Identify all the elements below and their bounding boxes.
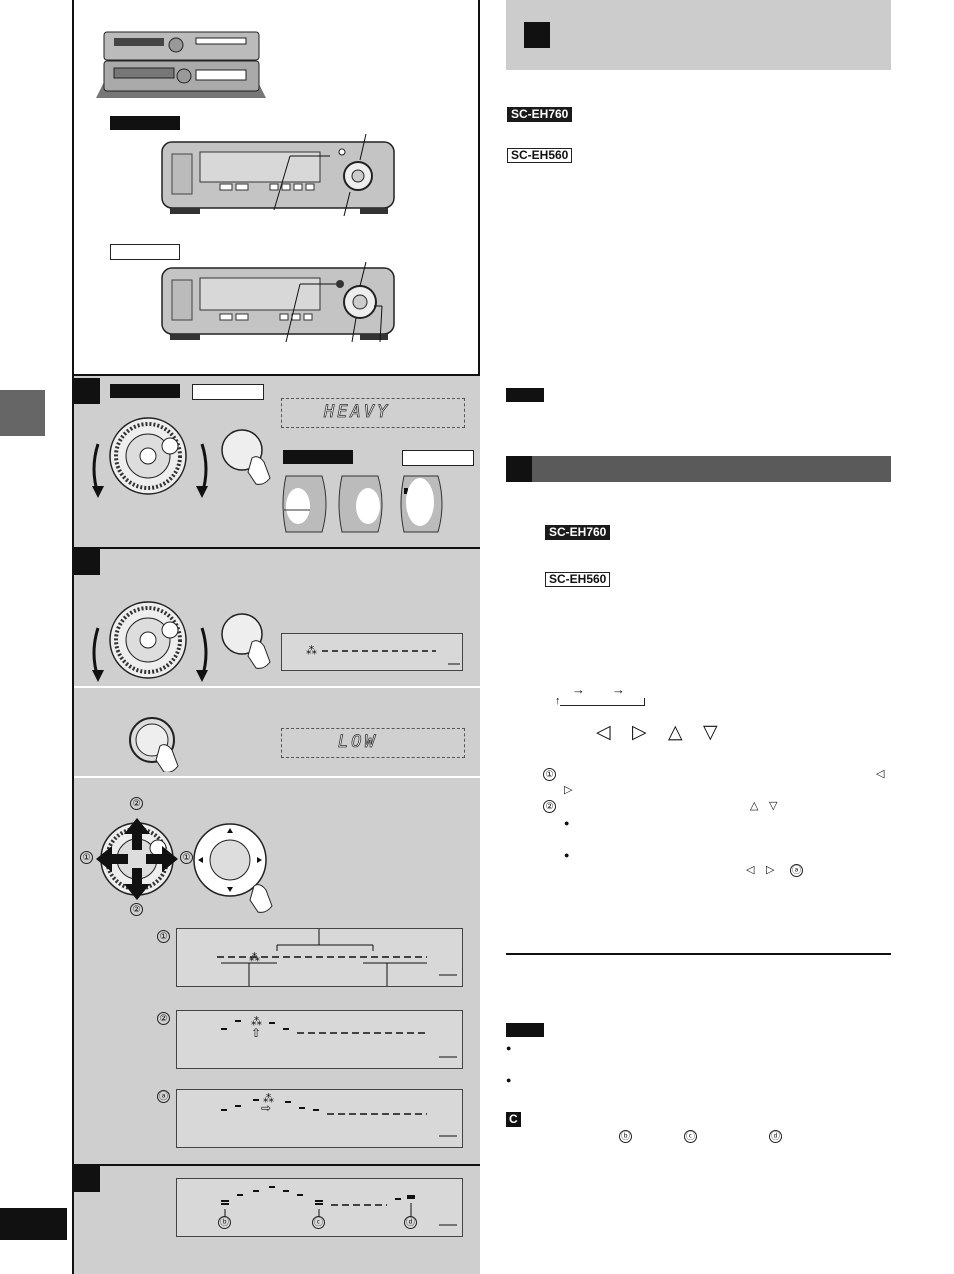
jog-dial-step2[interactable] <box>88 598 212 688</box>
display-heavy: HEAVY <box>281 398 465 428</box>
dir-key-down: ▽ <box>703 722 718 743</box>
note-bullet-2: ● <box>506 1075 512 1085</box>
dir-key-right: ▷ <box>632 722 647 743</box>
display-eq-flat: ⁂ <box>281 633 463 671</box>
dir-right-label: ① <box>180 851 193 864</box>
right-bullet-2: ● <box>564 850 570 860</box>
model-badge-eh560-step1 <box>192 384 264 400</box>
stereo-system-icon <box>96 31 266 98</box>
right-divider <box>506 953 891 955</box>
note-badge-1 <box>506 388 544 402</box>
svg-text:⁂: ⁂ <box>263 1092 274 1105</box>
model-badge-eh560-top <box>110 244 180 260</box>
model-badge-eh560-b: SC-EH560 <box>545 572 611 587</box>
right-step-2-num: ② <box>543 800 556 813</box>
sequence-arrow-1: → <box>572 682 585 697</box>
left-column-border <box>72 0 74 1274</box>
note-c-marker-d: ⓓ <box>769 1130 782 1143</box>
divider-4 <box>74 1164 480 1166</box>
svg-text:⇧: ⇧ <box>251 1026 261 1040</box>
side-tab-lower <box>0 1208 67 1240</box>
section-a-header <box>506 0 891 70</box>
side-tab-upper <box>0 390 45 436</box>
section-b-header <box>506 456 891 482</box>
model-badge-eh760-step1 <box>110 384 180 398</box>
right-bullet-2-marker: ⓐ <box>790 864 803 877</box>
model-badge-eh760-display <box>283 450 353 464</box>
right-step-2-up: △ <box>750 800 759 812</box>
cursor-pad[interactable] <box>192 822 278 922</box>
press-button-step1[interactable] <box>218 428 278 488</box>
marker-c: ⓒ <box>312 1216 325 1229</box>
dir-left-label: ① <box>80 851 93 864</box>
unit-eh560-front-panel <box>161 262 395 343</box>
right-bullet-2-right: ▷ <box>766 864 775 876</box>
mode-button-step3[interactable] <box>126 716 190 772</box>
sequence-loop-line <box>560 698 645 706</box>
display-a-label: ⓐ <box>157 1090 170 1103</box>
svg-text:⇨: ⇨ <box>261 1101 271 1115</box>
unit-eh760-front-panel <box>161 133 395 217</box>
display-eq-adjust-level: ⁂ ⇧ <box>176 1010 463 1069</box>
display-eq-select-band: ⁂ <box>176 923 463 989</box>
model-badge-eh760-b: SC-EH760 <box>545 525 611 540</box>
right-bullet-2-left: ◁ <box>746 864 755 876</box>
dir-up-label: ② <box>130 797 143 810</box>
divider-1 <box>74 547 480 549</box>
dir-key-up: △ <box>668 722 683 743</box>
svg-text:⁂: ⁂ <box>251 1015 262 1028</box>
jog-dial-cross-arrows[interactable] <box>94 816 180 902</box>
stereo-illustration-box <box>74 0 480 376</box>
display-2-label: ② <box>157 1012 170 1025</box>
dir-key-left: ◁ <box>596 722 611 743</box>
divider-2 <box>74 686 480 688</box>
note-badge-2 <box>506 1023 544 1037</box>
sequence-arrow-2: → <box>612 682 625 697</box>
right-bullet-1: ● <box>564 818 570 828</box>
right-step-2-down: ▽ <box>769 800 778 812</box>
eq-display-shapes <box>282 475 443 533</box>
note-c-box: C <box>506 1112 521 1127</box>
model-badge-eh560-display <box>402 450 474 466</box>
dir-down-label: ② <box>130 903 143 916</box>
display-1-label: ① <box>157 930 170 943</box>
step-1-marker <box>74 378 100 404</box>
press-button-step2[interactable] <box>218 612 278 672</box>
display-low-text: LOW <box>338 732 378 753</box>
section-b-marker <box>506 456 532 482</box>
svg-text:⁂: ⁂ <box>306 644 317 657</box>
display-heavy-text: HEAVY <box>324 402 391 423</box>
model-badge-eh560-a: SC-EH560 <box>507 148 573 163</box>
right-step-1-num: ① <box>543 768 556 781</box>
display-eq-confirm: ⁂ ⇨ <box>176 1089 463 1148</box>
step-5-marker <box>74 1166 100 1192</box>
note-c-marker-c: ⓒ <box>684 1130 697 1143</box>
note-bullet-1: ● <box>506 1043 512 1053</box>
note-c-letter: C <box>509 1112 518 1126</box>
marker-d: ⓓ <box>404 1216 417 1229</box>
model-badge-eh760-a: SC-EH760 <box>507 107 573 122</box>
right-step-1-left: ◁ <box>876 768 885 780</box>
divider-3 <box>74 776 480 778</box>
right-step-1-right: ▷ <box>564 784 573 796</box>
jog-dial-step1[interactable] <box>88 414 212 504</box>
display-low: LOW <box>281 728 465 758</box>
note-c-marker-b: ⓑ <box>619 1130 632 1143</box>
model-badge-eh760-top <box>110 116 180 130</box>
sequence-return-arrow: ↑ <box>555 695 561 707</box>
section-a-marker <box>524 22 550 48</box>
step-2-marker <box>74 549 100 575</box>
marker-b: ⓑ <box>218 1216 231 1229</box>
